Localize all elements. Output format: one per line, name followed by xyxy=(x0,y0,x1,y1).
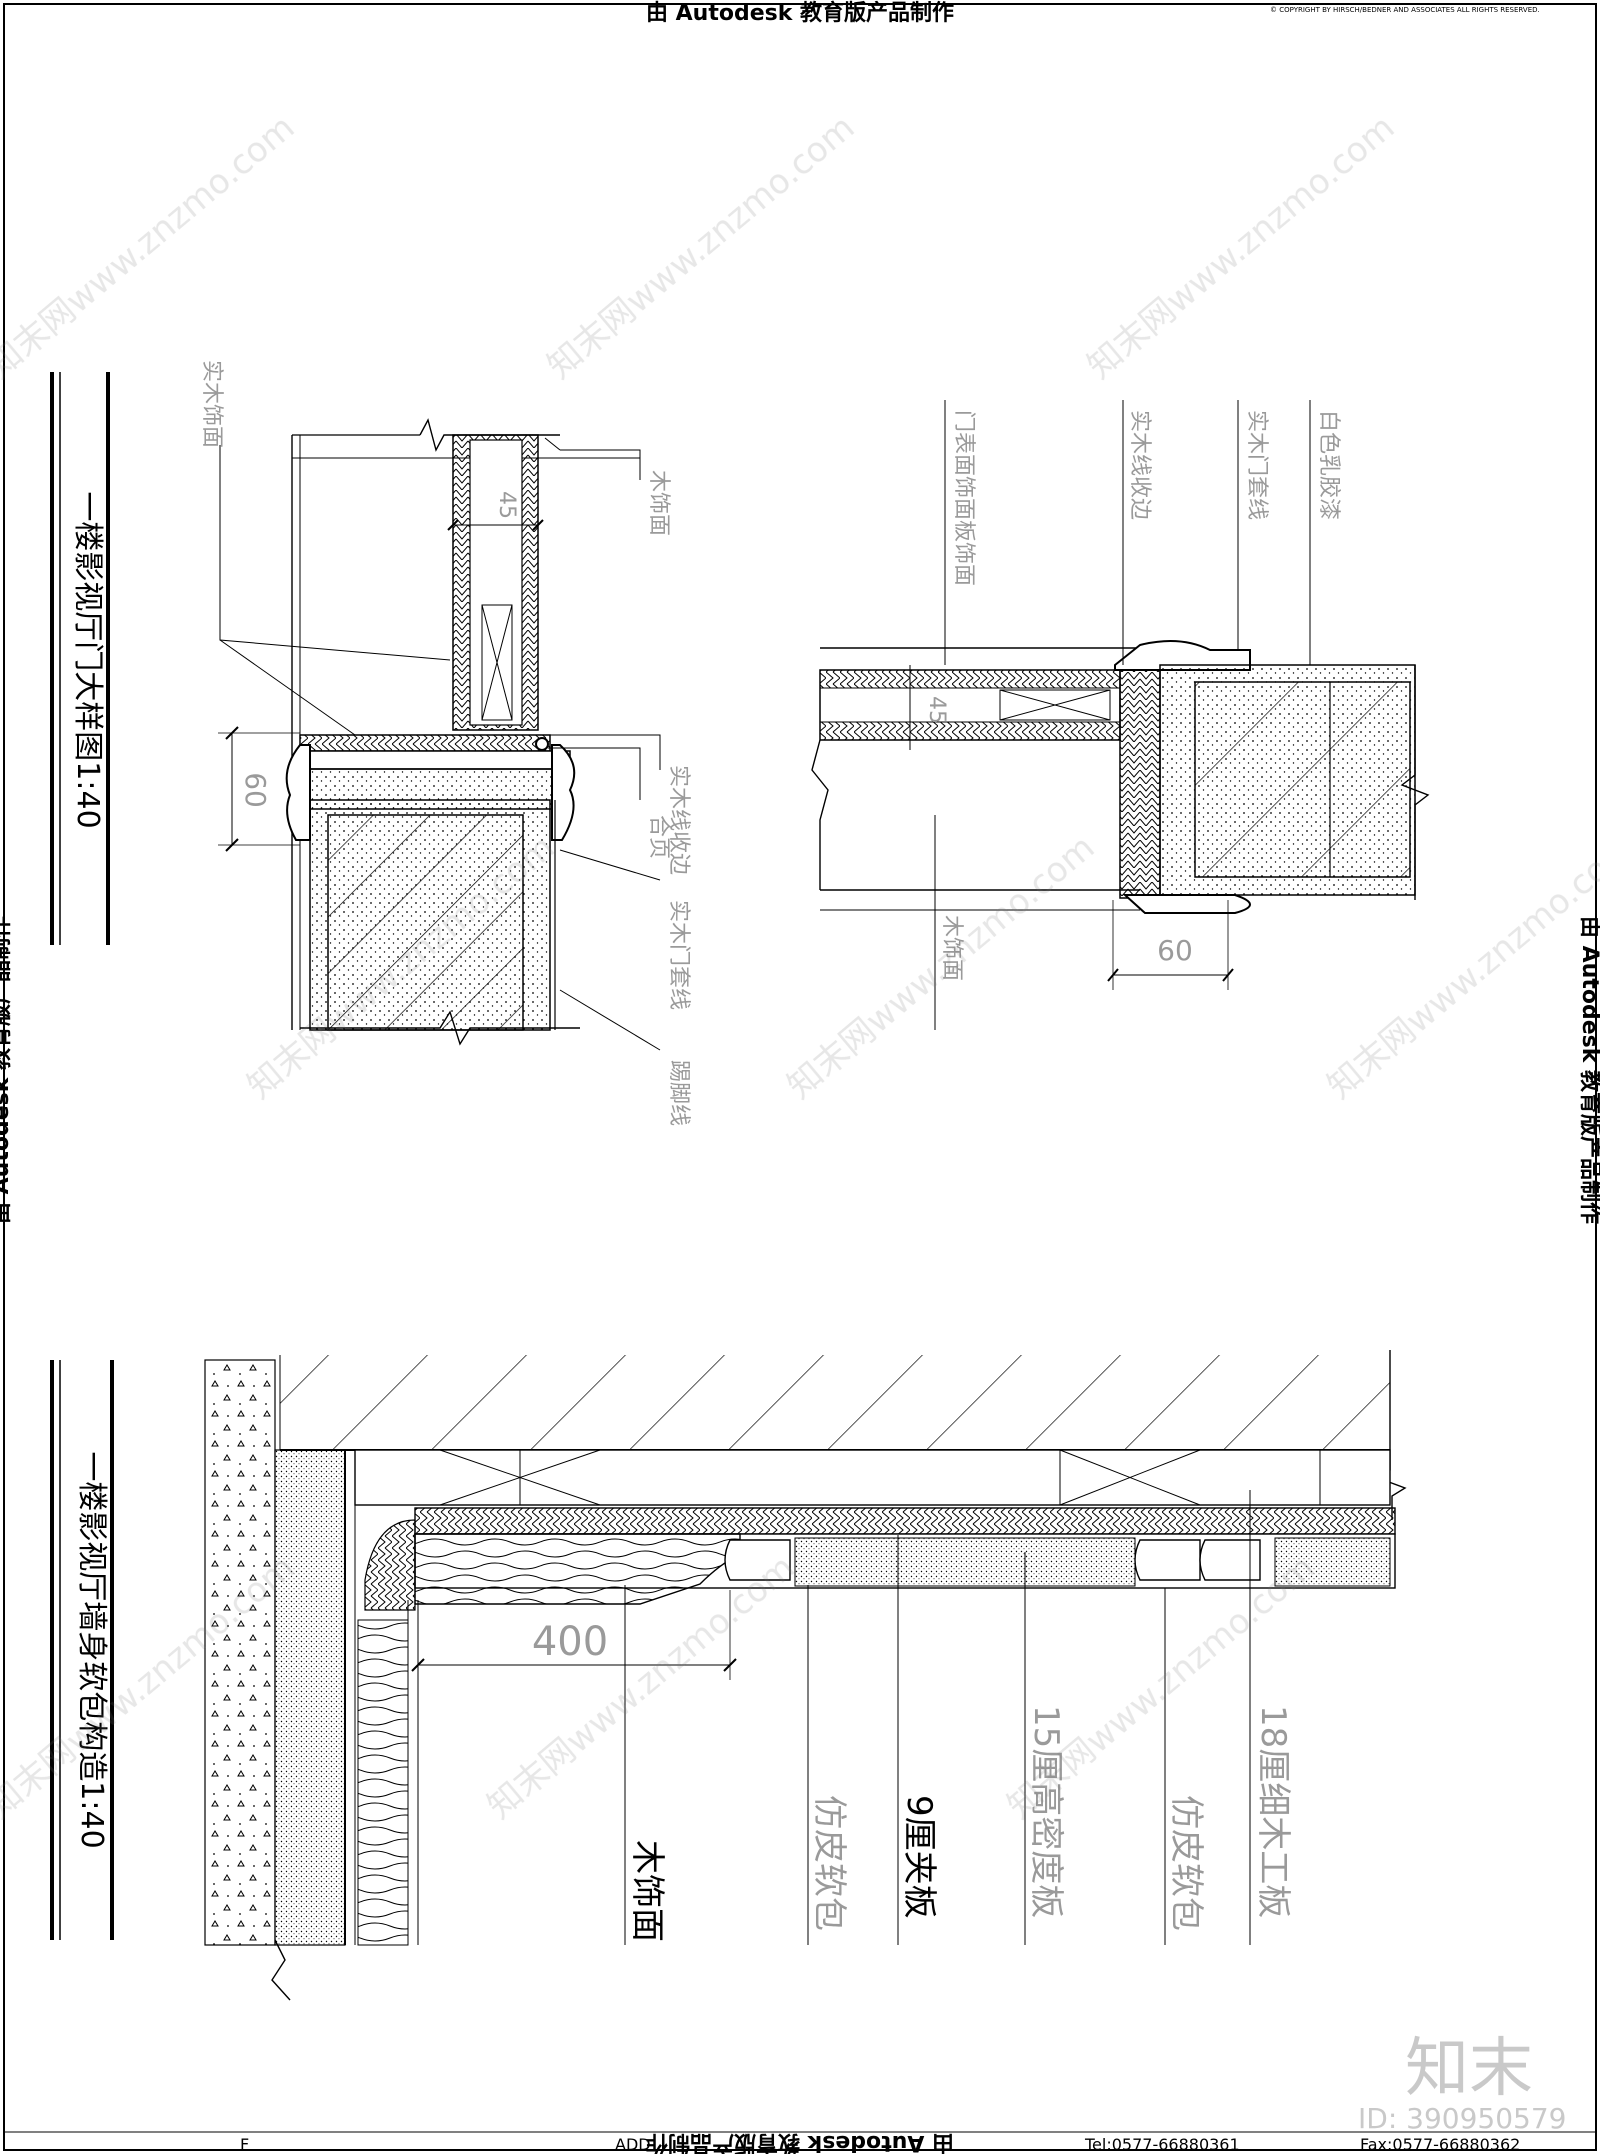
label-wood-veneer-left: 木饰面 xyxy=(646,470,671,536)
dim-45-right: 45 xyxy=(924,696,949,724)
label-door-casing-right: 实木门套线 xyxy=(1244,410,1269,520)
label-solid-wood-trim-right: 实木线收边 xyxy=(1127,410,1152,520)
wall-detail xyxy=(50,1350,1407,2001)
footer-tel: Tel:0577-66880361 xyxy=(1084,2135,1240,2154)
door-detail-right xyxy=(811,400,1430,1030)
dim-60-left: 60 xyxy=(239,772,272,808)
dim-45-left: 45 xyxy=(494,491,519,519)
site-watermark: 知末网www.znzmo.com xyxy=(540,107,862,386)
site-watermark: 知末网www.znzmo.com xyxy=(780,827,1102,1106)
dim-60-right: 60 xyxy=(1157,934,1193,967)
label-door-face-panel: 门表面饰面板饰面 xyxy=(951,410,976,586)
label-solid-wood-trim-left: 实木线收边 xyxy=(666,765,691,875)
autodesk-banner-right: 由 Autodesk 教育版产品制作 xyxy=(1577,916,1600,1224)
image-id: ID: 390950579 xyxy=(1358,2102,1566,2135)
label-faux-leather-1: 仿皮软包 xyxy=(809,1795,849,1931)
footer-address: ADD xyxy=(615,2135,651,2154)
label-wood-veneer-right: 木饰面 xyxy=(939,915,964,981)
label-18mm-blockboard: 18厘细木工板 xyxy=(1253,1705,1293,1918)
site-watermark: 知末网www.znzmo.com xyxy=(1080,107,1402,386)
label-hinge: 合页 xyxy=(646,815,671,859)
site-watermark: 知末网www.znzmo.com xyxy=(0,107,302,386)
label-faux-leather-2: 仿皮软包 xyxy=(1166,1795,1206,1931)
label-skirting: 踢脚线 xyxy=(666,1060,691,1126)
sheet-border xyxy=(3,3,1597,2151)
label-9mm-plywood: 9厘夹板 xyxy=(899,1795,939,1919)
label-wood-veneer-wall: 木饰面 xyxy=(627,1840,667,1942)
autodesk-banner-top: 由 Autodesk 教育版产品制作 xyxy=(646,0,954,26)
copyright-note: © COPYRIGHT BY HIRSCH/BEDNER AND ASSOCIA… xyxy=(1270,6,1540,14)
wall-detail-title: 一楼影视厅墙身软包构造1:40 xyxy=(74,1451,109,1848)
label-15mm-hdf: 15厘高密度板 xyxy=(1026,1705,1066,1918)
label-solid-wood-veneer: 实木饰面 xyxy=(199,360,224,448)
label-white-latex-paint: 白色乳胶漆 xyxy=(1316,410,1341,520)
door-detail-left xyxy=(50,372,661,1051)
znzmo-logo: 知末 xyxy=(1405,2032,1533,2106)
door-detail-title: 一楼影视厅门大样图1:40 xyxy=(70,491,105,828)
autodesk-banner-bottom: 由 Autodesk 教育版产品制作 xyxy=(646,2130,954,2154)
autodesk-banner-left: 由 Autodesk 教育版产品制作 xyxy=(0,916,14,1224)
label-door-casing-left: 实木门套线 xyxy=(666,900,691,1010)
footer-small-left: F xyxy=(240,2135,249,2154)
footer-fax: Fax:0577-66880362 xyxy=(1360,2135,1520,2154)
dim-400: 400 xyxy=(532,1619,608,1665)
